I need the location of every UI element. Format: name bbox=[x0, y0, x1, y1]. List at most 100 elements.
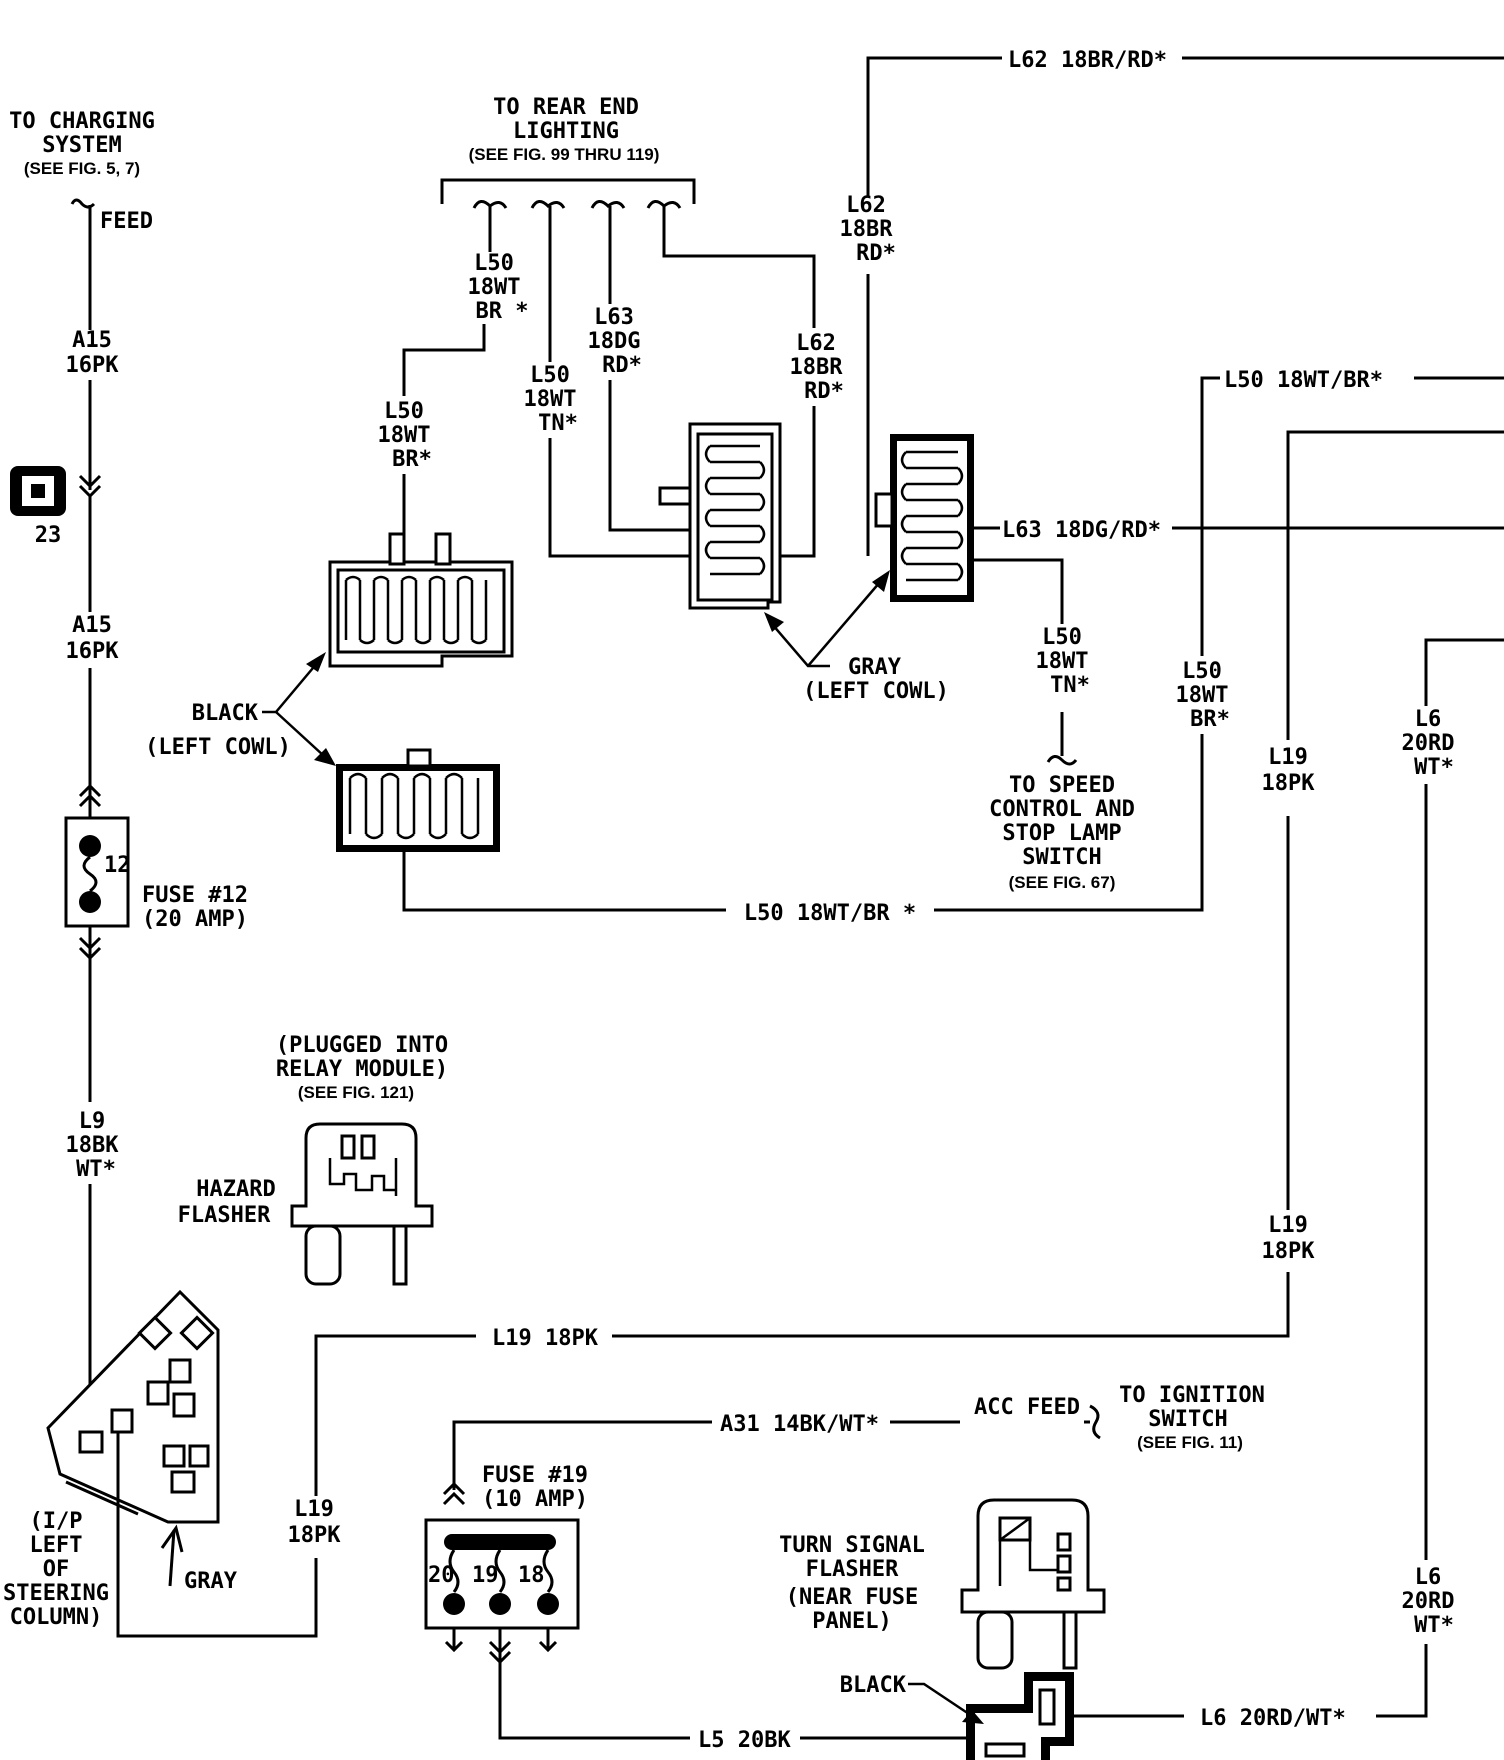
turn-flasher-body bbox=[960, 1498, 1106, 1614]
l6-lower-color: WT* bbox=[1414, 1613, 1454, 1638]
l6-upper-color: WT* bbox=[1414, 755, 1454, 780]
l50-c-wire-lower bbox=[548, 438, 690, 558]
l50-e-color: BR* bbox=[1190, 707, 1230, 732]
l50-a-color: BR * bbox=[476, 299, 529, 324]
hazard-name-1: HAZARD bbox=[196, 1177, 275, 1202]
gray-connector-right bbox=[874, 434, 974, 602]
l6-wire-bottom bbox=[1376, 1644, 1428, 1718]
black-connector-small: BLACK bbox=[840, 1672, 1074, 1760]
l50-d-color: TN* bbox=[1050, 673, 1090, 698]
black-connector-upper bbox=[328, 532, 514, 668]
connector-cavities-icon bbox=[710, 444, 760, 576]
l62-a-gauge: 18BR bbox=[790, 355, 844, 380]
l6-lower-circuit: L6 bbox=[1415, 1565, 1442, 1590]
l62-a-wire-lower bbox=[780, 406, 816, 558]
rear-end-lighting: TO REAR END LIGHTING (SEE FIG. 99 THRU 1… bbox=[440, 95, 696, 209]
l50-c-circuit: L50 bbox=[530, 363, 570, 388]
l50-right-label: L50 18WT/BR* bbox=[1224, 368, 1383, 393]
feed-label: FEED bbox=[100, 209, 153, 234]
speed-control-ref: (SEE FIG. 67) bbox=[1009, 873, 1116, 892]
fuse-element-icon bbox=[82, 855, 98, 893]
fuse-19: FUSE #19 (10 AMP) 20 19 18 bbox=[424, 1463, 588, 1665]
rear-lighting-label-1: TO REAR END bbox=[493, 95, 639, 120]
turn-flasher-label-2: FLASHER bbox=[806, 1557, 899, 1582]
charging-ref: (SEE FIG. 5, 7) bbox=[24, 159, 140, 178]
l50-d-gauge: 18WT bbox=[1036, 649, 1089, 674]
flasher-circuit-icon bbox=[998, 1540, 1058, 1586]
fuse-12-rating: (20 AMP) bbox=[142, 907, 248, 932]
l50-d-circuit: L50 bbox=[1042, 625, 1082, 650]
fuse-19-cav-20: 20 bbox=[428, 1563, 455, 1588]
fuse-19-cav-18: 18 bbox=[518, 1563, 545, 1588]
l62-top-label: L62 18BR/RD* bbox=[1008, 48, 1167, 73]
l50-b-circuit: L50 bbox=[384, 399, 424, 424]
l6-horizontal-label: L6 20RD/WT* bbox=[1200, 1706, 1346, 1731]
flasher-prong bbox=[1062, 1610, 1078, 1670]
charging-label-2: SYSTEM bbox=[42, 133, 121, 158]
arrow-icon bbox=[764, 612, 784, 632]
splice-23: 23 bbox=[10, 466, 66, 548]
fuse-12-label: FUSE #12 bbox=[142, 883, 248, 908]
ignition-label-1: TO IGNITION bbox=[1119, 1383, 1265, 1408]
l63-a-circuit: L63 bbox=[594, 305, 634, 330]
connector-cavities-icon bbox=[348, 778, 480, 834]
l6-lower-gauge: 20RD bbox=[1402, 1589, 1455, 1614]
l9-circuit: L9 bbox=[79, 1109, 106, 1134]
black-conn2-label: BLACK bbox=[840, 1673, 907, 1698]
connector-cavities-icon bbox=[906, 450, 958, 582]
l50-b-gauge: 18WT bbox=[378, 423, 431, 448]
turn-signal-flasher: TURN SIGNAL FLASHER (NEAR FUSE PANEL) bbox=[779, 1498, 1106, 1670]
ip-gray-label: GRAY bbox=[184, 1569, 238, 1594]
turn-flasher-label-4: PANEL) bbox=[812, 1609, 891, 1634]
arrow-icon bbox=[872, 570, 890, 592]
l19-horizontal-label: L19 18PK bbox=[492, 1326, 599, 1351]
l50-c-gauge: 18WT bbox=[524, 387, 577, 412]
arrow-icon bbox=[314, 748, 336, 766]
fuse-bus-bar bbox=[444, 1534, 556, 1550]
splice-number: 23 bbox=[35, 523, 62, 548]
l50-bottom-wire bbox=[402, 852, 726, 912]
gray-location: (LEFT COWL) bbox=[803, 679, 949, 704]
l50-d-wire-upper bbox=[974, 558, 1064, 624]
break-symbol bbox=[1089, 1404, 1101, 1440]
gray-connector-left bbox=[658, 422, 782, 610]
rear-lighting-bracket bbox=[440, 178, 696, 204]
black-connector-callout: BLACK (LEFT COWL) bbox=[145, 652, 336, 766]
l19-left-circuit: L19 bbox=[294, 1497, 334, 1522]
l62-a-color: RD* bbox=[804, 379, 844, 404]
flasher-prong bbox=[976, 1610, 1014, 1670]
l63-a-wire-lower bbox=[608, 380, 690, 532]
speed-control-label-1: TO SPEED bbox=[1009, 773, 1115, 798]
turn-flasher-label-1: TURN SIGNAL bbox=[779, 1533, 925, 1558]
l9-gauge: 18BK bbox=[66, 1133, 120, 1158]
charging-system-feed: TO CHARGING SYSTEM (SEE FIG. 5, 7) FEED bbox=[9, 109, 155, 234]
flasher-prong bbox=[392, 1224, 408, 1286]
fuse-element-icon bbox=[448, 1549, 460, 1593]
flasher-circuit-icon bbox=[328, 1158, 396, 1192]
speed-control-dest: TO SPEED CONTROL AND STOP LAMP SWITCH (S… bbox=[989, 773, 1135, 892]
a31-label: A31 14BK/WT* bbox=[720, 1412, 879, 1437]
l19-wire-top bbox=[1286, 430, 1504, 740]
a31-wire-left bbox=[452, 1420, 712, 1490]
speed-control-label-2: CONTROL AND bbox=[989, 797, 1135, 822]
l50-e-gauge: 18WT bbox=[1176, 683, 1229, 708]
l5-label: L5 20BK bbox=[698, 1728, 791, 1753]
fuse-19-rating: (10 AMP) bbox=[482, 1487, 588, 1512]
l5-wire-left bbox=[498, 1662, 690, 1740]
l19-wire-right bbox=[612, 1272, 1290, 1338]
l50-a-circuit: L50 bbox=[474, 251, 514, 276]
arrow-icon bbox=[160, 1524, 184, 1553]
hazard-flasher-body bbox=[290, 1122, 434, 1228]
black-connector-lower bbox=[336, 748, 500, 852]
l63-a-gauge: 18DG bbox=[588, 329, 641, 354]
speed-control-label-3: STOP LAMP bbox=[1002, 821, 1121, 846]
rear-lighting-label-2: LIGHTING bbox=[513, 119, 619, 144]
l62-b-gauge: 18BR bbox=[840, 217, 894, 242]
l6-upper-gauge: 20RD bbox=[1402, 731, 1455, 756]
l19-mid-gauge: 18PK bbox=[1262, 1239, 1316, 1264]
gray-label: GRAY bbox=[848, 655, 902, 680]
hazard-name-2: FLASHER bbox=[178, 1203, 271, 1228]
l9-color: WT* bbox=[76, 1157, 116, 1182]
ignition-dest: TO IGNITION SWITCH (SEE FIG. 11) bbox=[1119, 1383, 1265, 1452]
